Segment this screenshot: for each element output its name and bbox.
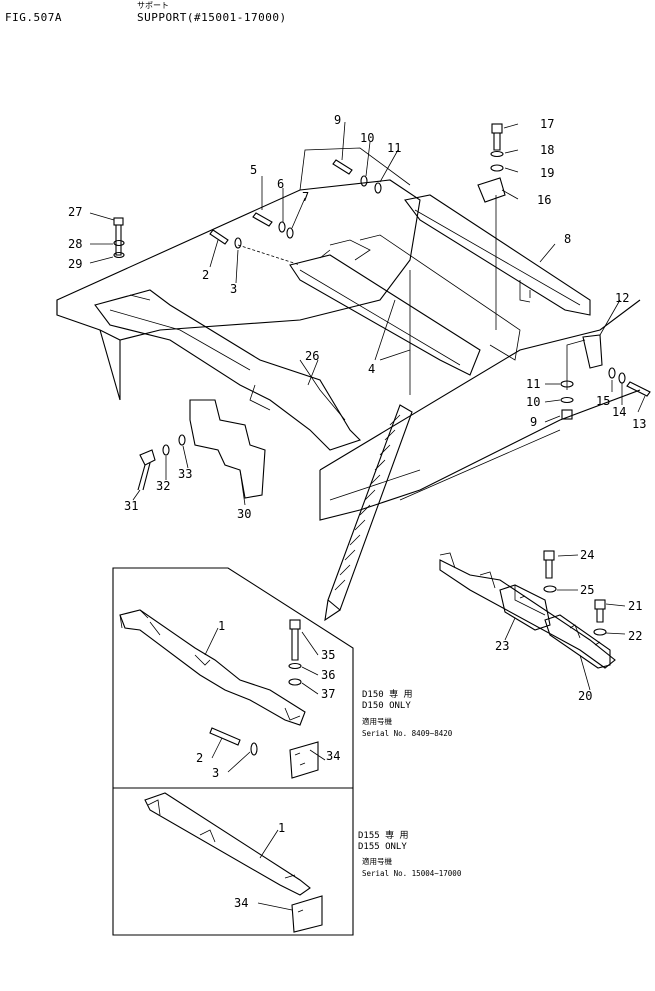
callout-28: 28 [68, 237, 82, 251]
inset-box [112, 567, 354, 936]
callout-34: 34 [234, 896, 248, 910]
callout-1: 1 [278, 821, 285, 835]
callout-16: 16 [537, 193, 551, 207]
bracket-12 [582, 334, 603, 369]
callout-9: 9 [334, 113, 341, 127]
callout-36: 36 [321, 668, 335, 682]
callout-30: 30 [237, 507, 251, 521]
callout-4: 4 [368, 362, 375, 376]
figure-number: FIG.507A [5, 11, 62, 24]
callout-20: 20 [578, 689, 592, 703]
callout-2: 2 [202, 268, 209, 282]
callout-31: 31 [124, 499, 138, 513]
callout-numbers: 1 1 2 2 3 3 4 5 6 7 8 9 9 10 10 11 11 12… [68, 113, 646, 910]
d150-note: D150 ONLY [362, 701, 411, 711]
callout-7: 7 [302, 190, 309, 204]
d155-support-member [144, 792, 323, 933]
callout-18: 18 [540, 143, 554, 157]
d155-serial-label-jp: 適用号機 [362, 856, 392, 866]
floor-frame [56, 147, 641, 622]
callout-24: 24 [580, 548, 594, 562]
callout-25: 25 [580, 583, 594, 597]
sub-assembly-20-25 [439, 550, 626, 691]
d155-note-jp: D155 専 用 [358, 829, 409, 841]
callout-21: 21 [628, 599, 642, 613]
callout-19: 19 [540, 166, 554, 180]
callout-10: 10 [360, 131, 374, 145]
callout-8: 8 [564, 232, 571, 246]
callout-6: 6 [277, 177, 284, 191]
callout-23: 23 [495, 639, 509, 653]
callout-37: 37 [321, 687, 335, 701]
applicability-notes: D150 専 用 D150 ONLY 適用号機 Serial No. 8409~… [358, 688, 462, 878]
callout-9: 9 [530, 415, 537, 429]
callout-12: 12 [615, 291, 629, 305]
callout-2: 2 [196, 751, 203, 765]
callout-1: 1 [218, 619, 225, 633]
callout-3: 3 [212, 766, 219, 780]
plate-16 [477, 177, 506, 330]
beam-8 [404, 194, 591, 316]
callout-13: 13 [632, 417, 646, 431]
callout-3: 3 [230, 282, 237, 296]
bracket-30 [189, 399, 266, 499]
callout-14: 14 [612, 405, 626, 419]
d155-note: D155 ONLY [358, 842, 407, 852]
d155-serial: Serial No. 15004~17000 [362, 869, 462, 878]
callout-17: 17 [540, 117, 554, 131]
callout-10: 10 [526, 395, 540, 409]
d150-serial: Serial No. 8409~8420 [362, 729, 453, 738]
cross-member-4 [289, 234, 521, 376]
callout-22: 22 [628, 629, 642, 643]
callout-11: 11 [387, 141, 401, 155]
d150-support-member [119, 609, 326, 779]
callout-11: 11 [526, 377, 540, 391]
title-japanese: サポート [137, 1, 169, 10]
callout-33: 33 [178, 467, 192, 481]
callout-32: 32 [156, 479, 170, 493]
support-member-26 [94, 289, 362, 451]
callout-5: 5 [250, 163, 257, 177]
callout-34: 34 [326, 749, 340, 763]
callout-26: 26 [305, 349, 319, 363]
callout-35: 35 [321, 648, 335, 662]
figure-title: SUPPORT(#15001-17000) [137, 11, 287, 24]
callout-29: 29 [68, 257, 82, 271]
d150-note-jp: D150 専 用 [362, 688, 413, 700]
callout-27: 27 [68, 205, 82, 219]
leader-lines [89, 121, 646, 506]
callout-15: 15 [596, 394, 610, 408]
d150-serial-label-jp: 適用号機 [362, 716, 392, 726]
